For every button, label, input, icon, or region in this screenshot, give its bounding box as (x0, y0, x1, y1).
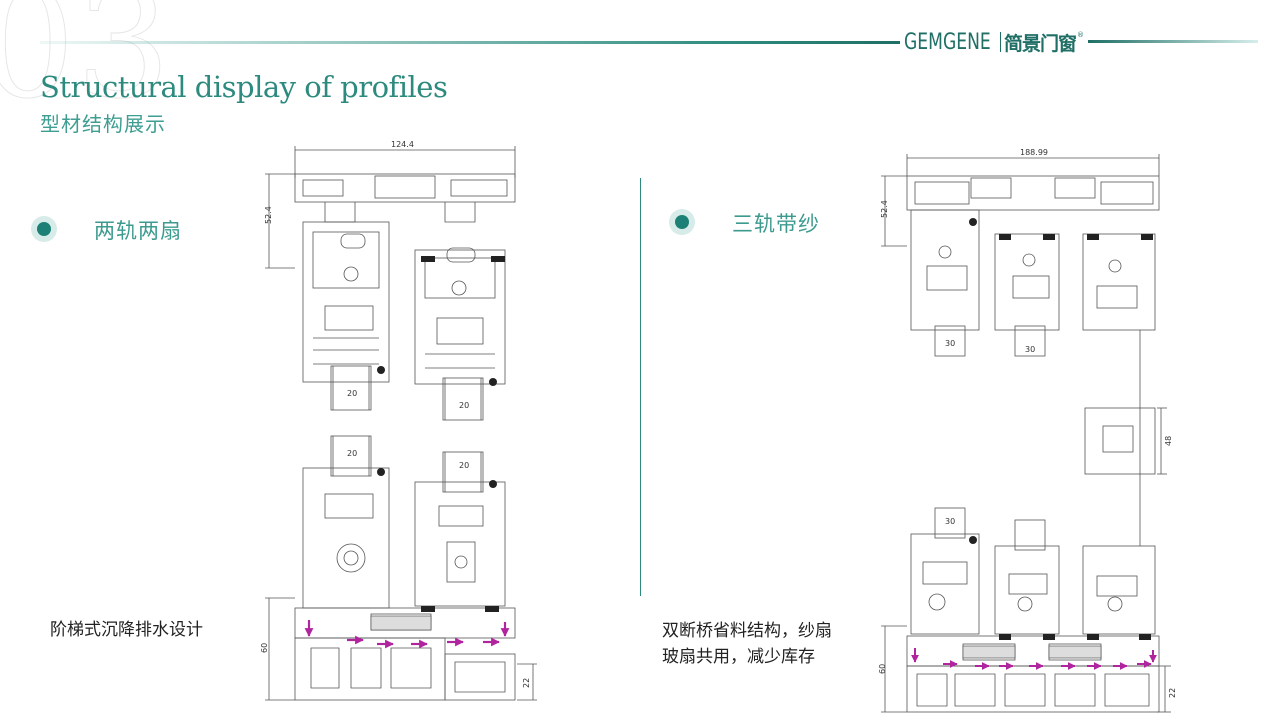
brand-name-cn: 简景门窗 (1004, 32, 1077, 55)
page-title: Structural display of profiles (40, 70, 448, 104)
section-label-left: 两轨两扇 (94, 219, 182, 243)
brand-logo: GEMGENE 简景门窗 ® (904, 29, 1084, 55)
brand-name-en: GEMGENE (904, 29, 991, 55)
dim-glass-bottom-right: 20 (459, 461, 469, 470)
dim-glass-bottom-left: 20 (347, 449, 357, 458)
dim-glass-top-right: 20 (459, 401, 469, 410)
dim-width-left: 124.4 (391, 140, 414, 149)
dim-glass-a: 30 (945, 339, 955, 348)
section-divider (640, 178, 641, 596)
caption-right-line1: 双断桥省料结构，纱扇 (662, 621, 832, 641)
header-rule-right (1088, 40, 1258, 43)
header-rule-left (40, 41, 900, 44)
dim-step-right: 22 (1168, 688, 1177, 698)
dim-height-bottom-right: 60 (878, 664, 887, 674)
profile-drawing-two-track: 124.4 52.4 20 20 20 20 60 22 (260, 140, 537, 701)
dim-height-top-right: 52.4 (880, 200, 889, 218)
dim-width-right: 188.99 (1020, 148, 1048, 157)
brand-registered-mark: ® (1077, 31, 1085, 39)
dim-height-top-left: 52.4 (264, 206, 273, 224)
section-label-right: 三轨带纱 (732, 212, 820, 236)
dim-glass-top-left: 20 (347, 389, 357, 398)
page-number-watermark: 03 (0, 0, 171, 132)
dim-height-bottom-left: 60 (260, 643, 269, 653)
bullet-dot-icon (31, 216, 57, 242)
bullet-dot-icon (669, 209, 695, 235)
profile-drawing-three-track-screen: 188.99 52.4 30 30 30 48 60 22 (878, 148, 1177, 713)
dim-step-left: 22 (522, 678, 531, 688)
dim-glass-b: 30 (1025, 345, 1035, 354)
caption-right: 双断桥省料结构，纱扇 玻扇共用，减少库存 (662, 618, 832, 670)
caption-right-line2: 玻扇共用，减少库存 (662, 647, 815, 667)
dim-mid: 48 (1164, 436, 1173, 446)
caption-left: 阶梯式沉降排水设计 (50, 620, 203, 640)
page-subtitle: 型材结构展示 (40, 112, 166, 136)
brand-separator (1000, 32, 1001, 52)
dim-glass-c: 30 (945, 517, 955, 526)
